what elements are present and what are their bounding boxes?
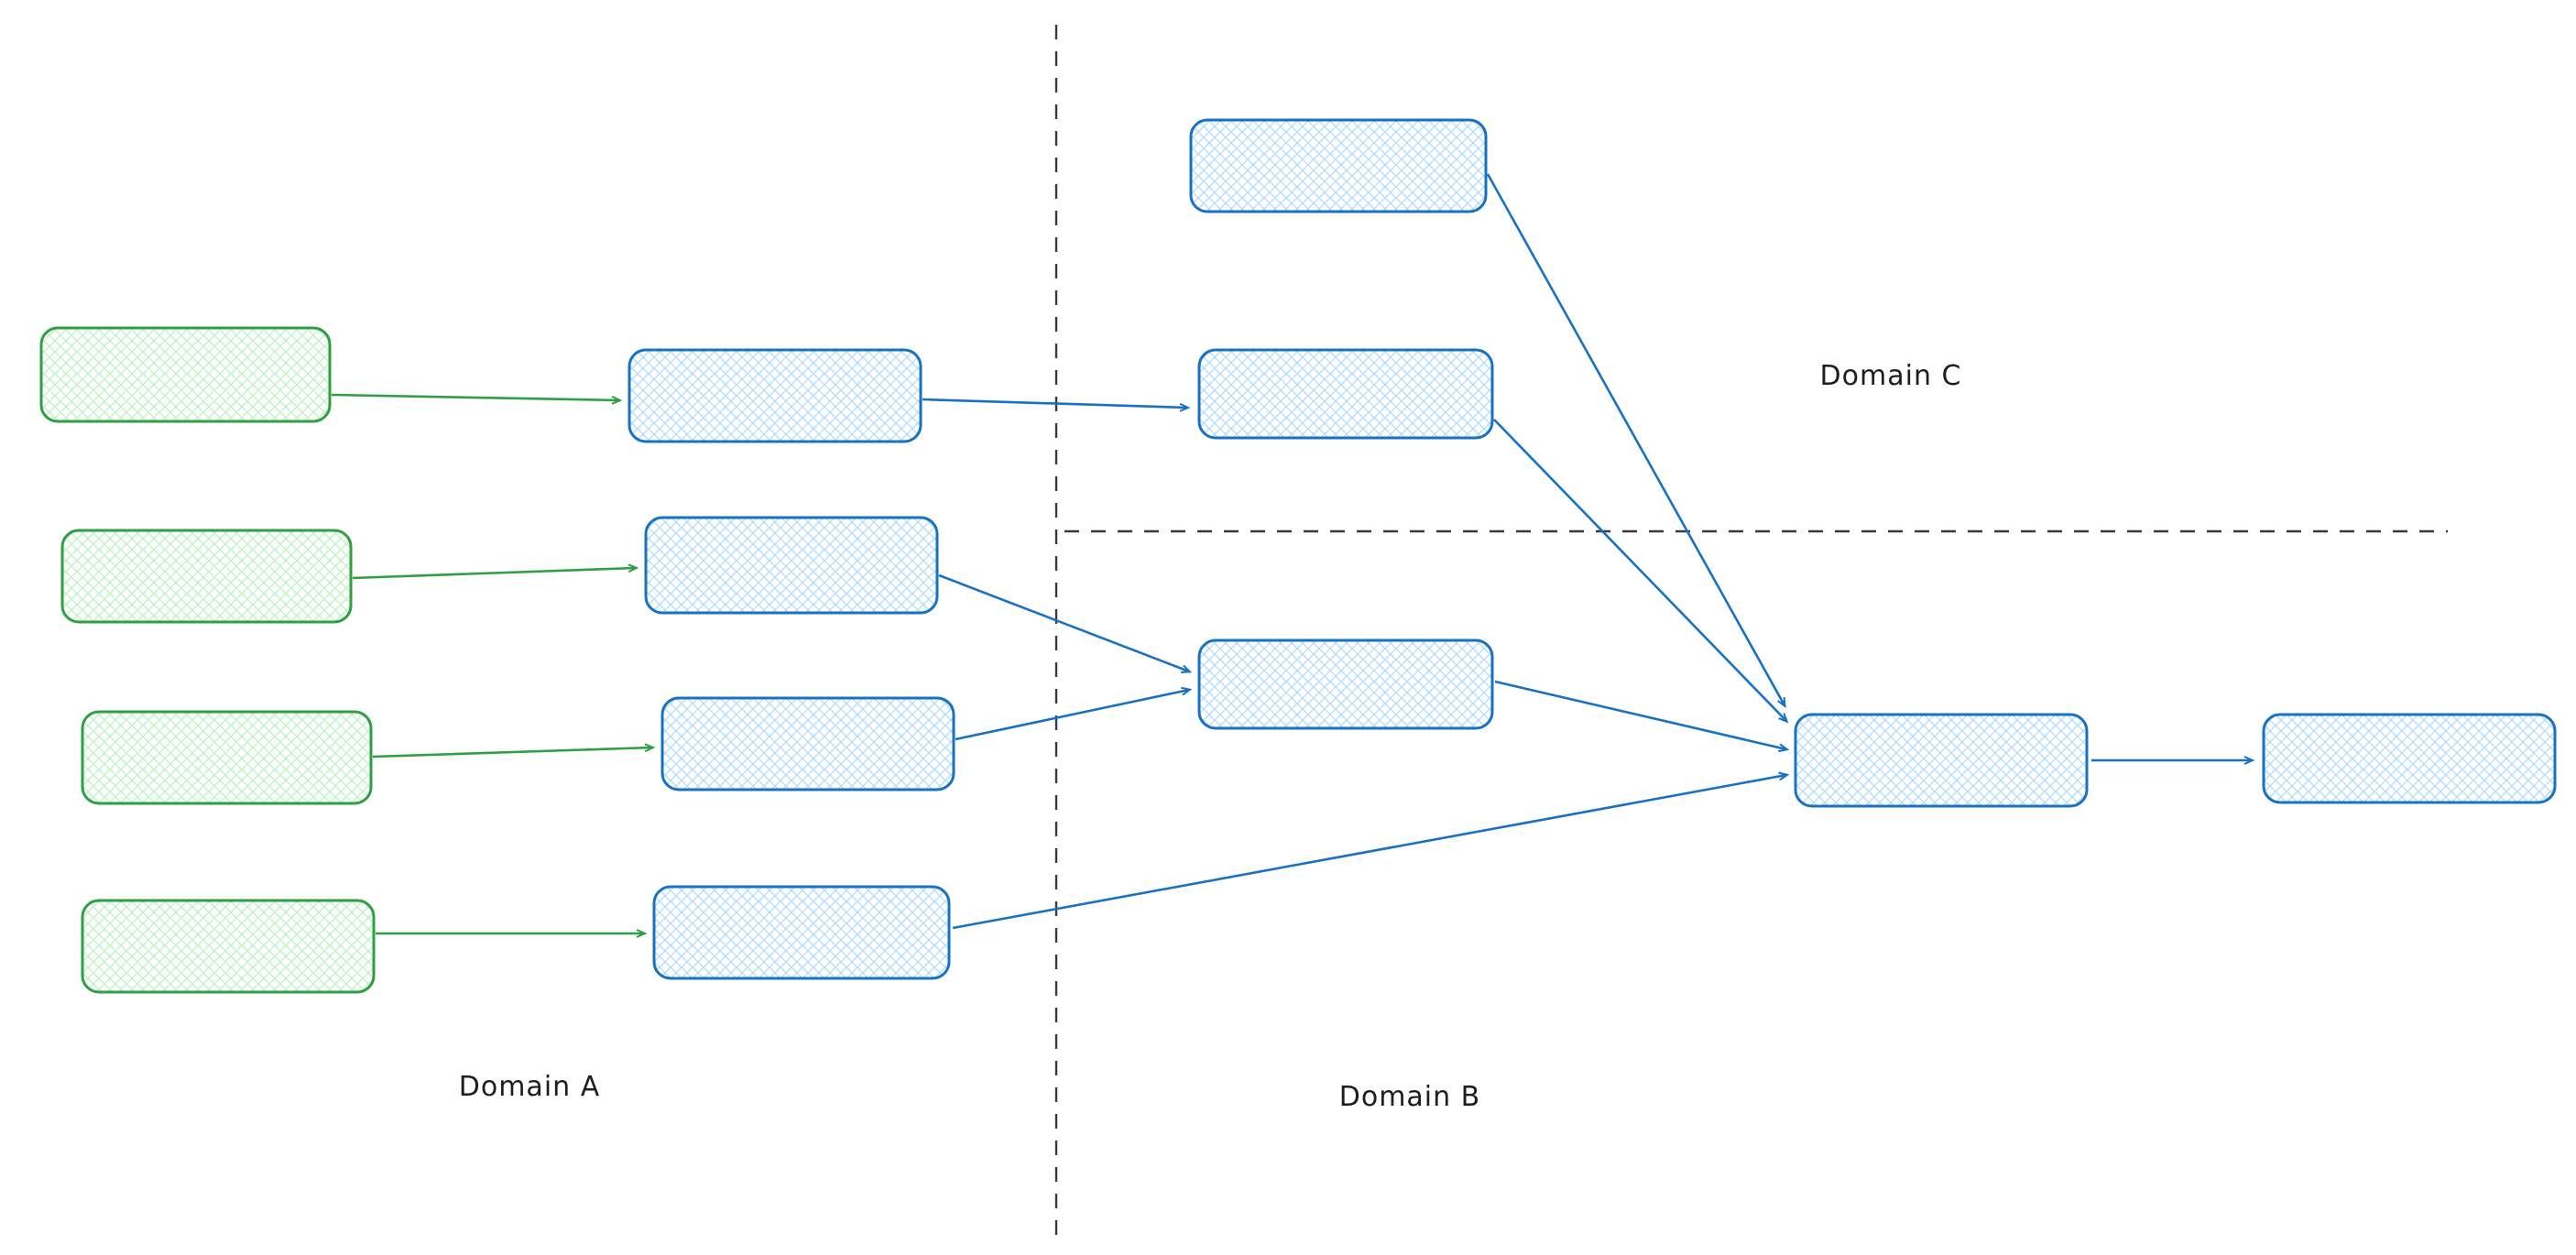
domain-b-label: Domain B xyxy=(1339,1081,1481,1113)
domain-a-process-node-3[interactable] xyxy=(660,696,955,791)
arrow-domain-c-node1-to-aggregator[interactable] xyxy=(1486,173,1786,709)
domain-c-label: Domain C xyxy=(1820,360,1962,392)
domain-c-node-1[interactable] xyxy=(1189,118,1488,213)
domain-a-process-node-4[interactable] xyxy=(652,885,951,980)
domain-a-source-node-2[interactable] xyxy=(60,529,353,624)
domain-a-source-node-1[interactable] xyxy=(39,326,332,423)
domain-a-label: Domain A xyxy=(459,1071,600,1103)
domain-a-source-node-4[interactable] xyxy=(81,899,376,994)
domain-a-process-node-1[interactable] xyxy=(628,348,922,443)
arrow-merge-to-aggregator[interactable] xyxy=(1494,680,1790,753)
domain-b-aggregator-node[interactable] xyxy=(1794,713,2089,808)
domain-a-source-node-3[interactable] xyxy=(81,710,373,805)
domain-b-output-node[interactable] xyxy=(2262,713,2557,804)
domain-a-process-node-2[interactable] xyxy=(644,516,939,615)
arrow-process4-to-aggregator[interactable] xyxy=(952,771,1790,930)
domain-c-node-2[interactable] xyxy=(1197,348,1494,440)
arrow-process2-to-merge[interactable] xyxy=(938,573,1193,673)
arrow-source1-to-process1[interactable] xyxy=(331,393,623,405)
arrow-domain-c-node2-to-aggregator[interactable] xyxy=(1493,419,1789,724)
arrow-source2-to-process2[interactable] xyxy=(352,563,639,580)
arrow-process1-to-domain-c-node2[interactable] xyxy=(922,398,1191,412)
arrow-process3-to-merge[interactable] xyxy=(955,686,1193,741)
arrow-source3-to-process3[interactable] xyxy=(372,743,656,758)
domain-b-merge-node[interactable] xyxy=(1197,638,1494,730)
